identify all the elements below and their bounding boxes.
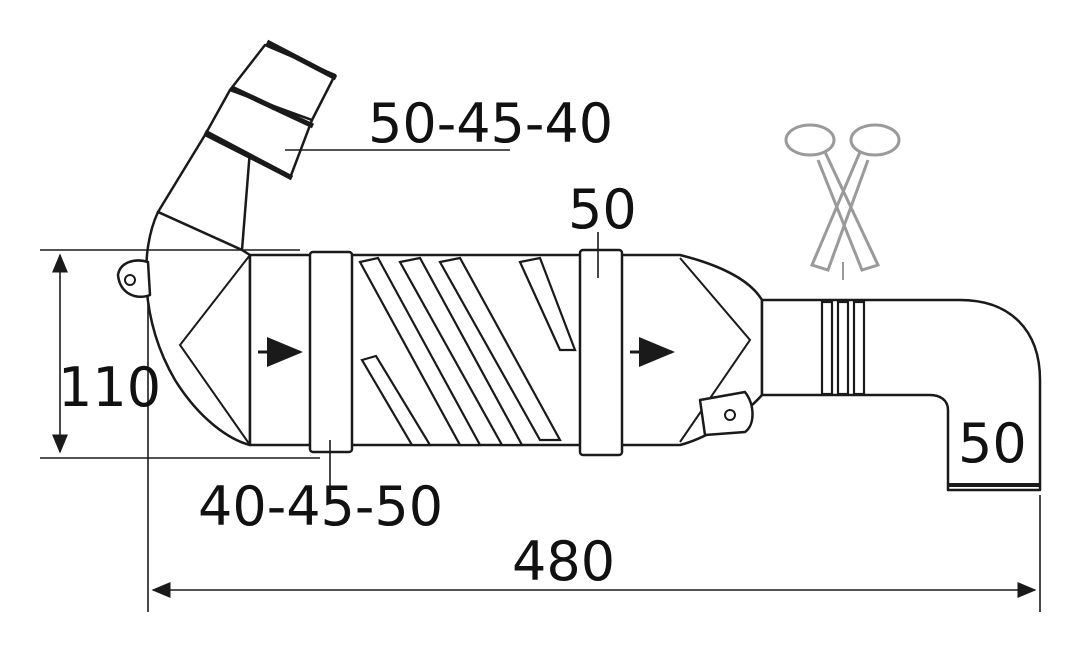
dimension-length: 480 xyxy=(512,530,615,593)
dimension-inlet-bottom: 40-45-50 xyxy=(198,475,443,538)
inlet-pipe-stepped xyxy=(156,39,338,252)
spiral-grooves xyxy=(358,256,577,447)
scissors-icon xyxy=(784,123,901,280)
dimension-inlet-band: 50 xyxy=(568,178,637,241)
outlet-pipe xyxy=(760,298,1042,492)
dimension-height: 110 xyxy=(58,356,161,419)
dimension-inlet-top: 50-45-40 xyxy=(368,92,613,155)
clamp-band-right xyxy=(578,248,624,457)
dimension-lines xyxy=(40,149,1041,612)
dimension-outlet: 50 xyxy=(958,412,1027,475)
clamp-band-left xyxy=(308,250,354,454)
inlet-elbow xyxy=(116,210,252,447)
